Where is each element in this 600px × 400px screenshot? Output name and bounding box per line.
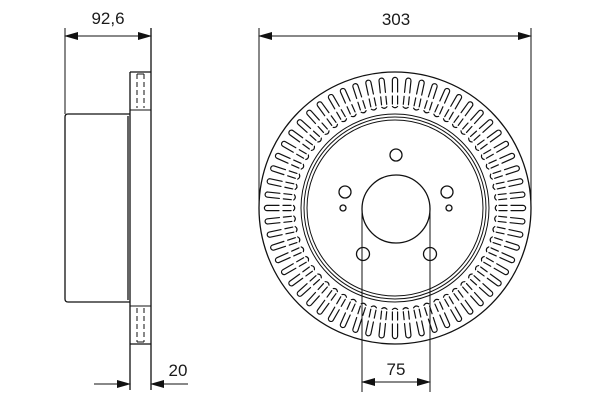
outer-rim [258, 71, 532, 345]
vent-slot [352, 83, 367, 114]
vent-slot [280, 255, 310, 276]
vent-slot [263, 204, 296, 212]
vent-slot [306, 281, 330, 307]
vent-lower [130, 305, 151, 343]
ventilation-slots [263, 76, 527, 340]
vent-slot [468, 273, 494, 297]
vent-slot [339, 87, 357, 118]
dimension-label-92-6: 92,6 [91, 9, 124, 28]
right-small-hole [445, 204, 453, 212]
vent-slot [474, 129, 502, 152]
vent-slot [433, 87, 451, 118]
friction-ring-inner-3 [306, 119, 484, 297]
vent-slot [280, 140, 310, 161]
mounting-holes [338, 148, 454, 262]
vent-slot [485, 246, 516, 264]
vent-slot [480, 140, 510, 161]
vent-slot [492, 225, 524, 238]
vent-slot [489, 165, 520, 180]
vent-slot [339, 298, 357, 329]
vent-slot [492, 178, 524, 191]
vent-slot [365, 79, 378, 111]
vent-slot [306, 109, 330, 135]
vent-slot [378, 307, 388, 339]
vent-slot [365, 305, 378, 337]
vent-slot [442, 293, 463, 323]
vent-slot [468, 119, 494, 143]
dimension-bolt-spacing: 75 [361, 360, 431, 386]
vent-slot [378, 77, 388, 109]
center-bore [361, 174, 431, 244]
vent-slot [442, 93, 463, 123]
front-view [258, 28, 532, 392]
vent-slot [288, 264, 316, 287]
vent-upper [130, 73, 151, 111]
vent-slot [485, 152, 516, 170]
vent-slot [270, 236, 301, 251]
vent-slot [352, 302, 367, 333]
vent-slot [296, 119, 322, 143]
dimension-diameter: 303 [258, 10, 532, 40]
top-hole [389, 148, 403, 162]
vent-slot [274, 246, 305, 264]
vent-slot [480, 255, 510, 276]
left-small-hole [339, 204, 347, 212]
vent-slot [412, 305, 425, 337]
friction-ring-inner-1 [300, 113, 490, 303]
dimension-label-75: 75 [387, 360, 406, 379]
vent-slot [494, 204, 527, 212]
vent-slot [451, 101, 474, 129]
vent-slot [327, 93, 348, 123]
bottom-left-bolt-hole [355, 246, 371, 262]
dimension-thickness: 20 [94, 361, 188, 388]
vent-slot [402, 307, 412, 339]
vent-slot [316, 287, 339, 315]
dimension-label-20: 20 [169, 361, 188, 380]
friction-ring-inner-2 [303, 116, 487, 300]
vent-slot [460, 109, 484, 135]
vent-slot [288, 129, 316, 152]
vent-slot [264, 215, 296, 225]
vent-slot [451, 287, 474, 315]
hat-profile [64, 113, 130, 303]
vent-slot [327, 293, 348, 323]
vent-slot [266, 178, 298, 191]
vent-slot [270, 165, 301, 180]
vent-slot [494, 191, 526, 201]
vent-slot [391, 76, 399, 109]
vent-slot [423, 302, 438, 333]
vent-slot [474, 264, 502, 287]
vent-slot [266, 225, 298, 238]
dimension-label-303: 303 [382, 10, 410, 29]
right-hole [440, 185, 454, 199]
vent-slot [423, 83, 438, 114]
vent-slot [391, 307, 399, 340]
vent-slot [274, 152, 305, 170]
vent-slot [489, 236, 520, 251]
dimension-total-height: 92,6 [64, 9, 152, 40]
side-view [64, 28, 152, 390]
vent-slot [412, 79, 425, 111]
vent-slot [264, 191, 296, 201]
vent-slot [296, 273, 322, 297]
left-hole [338, 185, 352, 199]
vent-slot [433, 298, 451, 329]
vent-slot [494, 215, 526, 225]
vent-slot [460, 281, 484, 307]
vent-slot [316, 101, 339, 129]
vent-slot [402, 77, 412, 109]
